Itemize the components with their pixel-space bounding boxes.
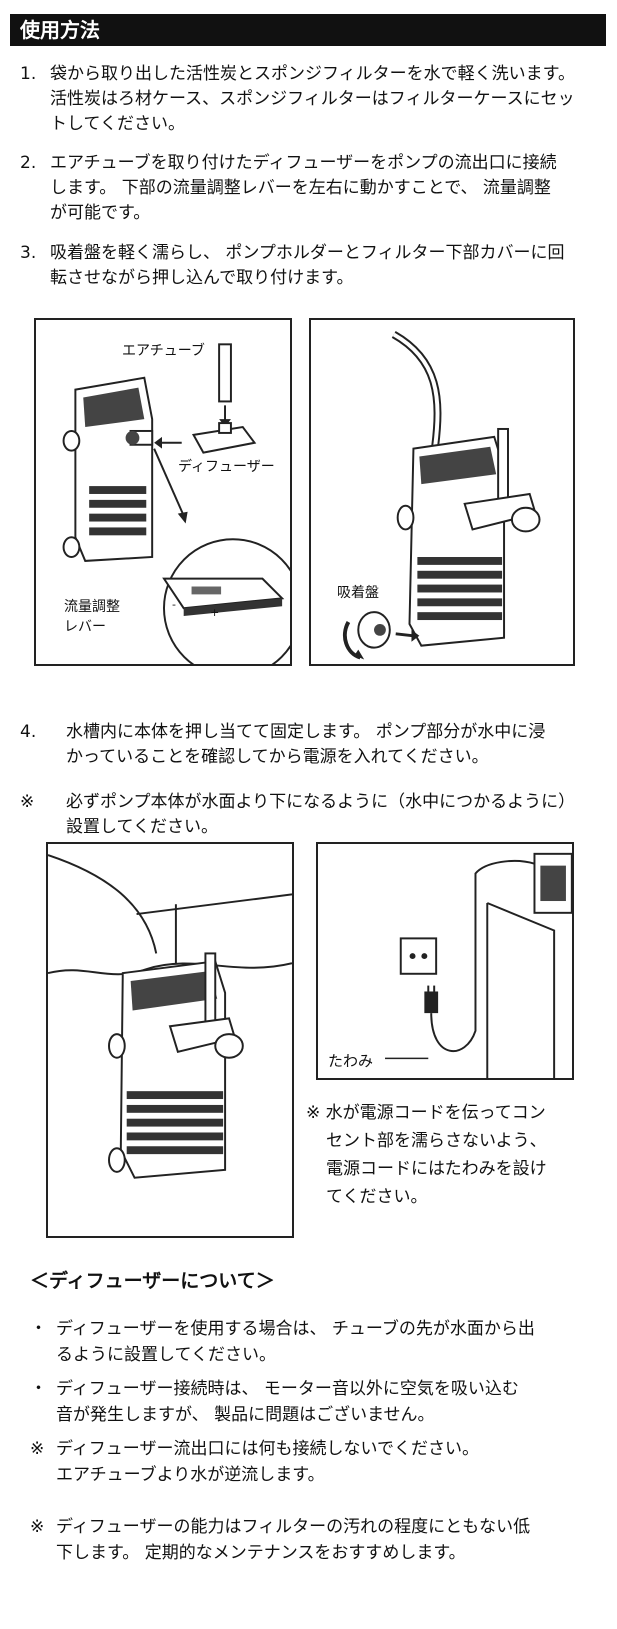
suction-cup-label: 吸着盤 [337,585,379,601]
cord-note: ※ 水が電源コードを伝ってコン セント部を濡らさないよう、 電源コードにはたわみ… [306,1100,606,1212]
step-text-line: かっていることを確認してから電源を入れてください。 [66,747,489,767]
bullet-mark: ・ [30,1319,47,1339]
diffuser-item-4: ※ ディフューザーの能力はフィルターの汚れの程度にともない低 下します。 定期的… [30,1514,610,1566]
bullet-text-line: ディフューザーを使用する場合は、 チューブの先が水面から出 [56,1319,535,1339]
bullet-mark: ・ [30,1379,47,1399]
step-text-line: 吸着盤を軽く濡らし、 ポンプホルダーとフィルター下部カバーに回 [50,243,565,263]
cord-slack-illustration [385,852,572,1078]
step-4: 4. 水槽内に本体を押し当てて固定します。 ポンプ部分が水中に浸 かっていること… [20,720,610,770]
figure-suction-cup: 吸着盤 [309,318,575,666]
cord-note-line: セント部を濡らさないよう、 [326,1131,547,1151]
bullet-text-line: エアチューブより水が逆流します。 [56,1465,325,1485]
note-mark: ※ [30,1439,45,1459]
figure-cord-slack: たわみ [316,842,574,1080]
step-2: 2. エアチューブを取り付けたディフューザーをポンプの流出口に接続 します。 下… [20,151,610,226]
flow-lever-label-1: 流量調整 [64,599,120,615]
section-title: 使用方法 [20,18,100,42]
cord-note-line: ※ 水が電源コードを伝ってコン [306,1103,546,1123]
step-number: 2. [20,153,37,173]
figure-diffuser-assembly: エアチューブ ディフューザー 流量調整 レバー - + [34,318,292,666]
bullet-text-line: ディフューザー接続時は、 モーター音以外に空気を吸い込む [56,1379,519,1399]
bullet-text-line: るように設置してください。 [56,1345,276,1365]
step-text-line: トしてください。 [50,114,185,134]
note-mark: ※ [20,792,35,812]
pump-tank-illustration [48,854,292,1179]
diffuser-item-3: ※ ディフューザー流出口には何も接続しないでください。 エアチューブより水が逆流… [30,1436,610,1488]
step-number: 4. [20,722,37,742]
slack-label: たわみ [328,1052,374,1070]
section-title-bar [10,14,606,46]
bullet-text-line: 音が発生しますが、 製品に問題はございません。 [56,1405,435,1425]
figure-pump-in-tank [46,842,294,1238]
bullet-text-line: ディフューザー流出口には何も接続しないでください。 [56,1439,479,1459]
note-mark: ※ [30,1517,45,1537]
warning-note: ※ 必ずポンプ本体が水面より下になるように（水中につかるように） 設置してくださ… [20,790,610,840]
air-tube-label: エアチューブ [122,343,205,359]
step-text-line: 転させながら押し込んで取り付けます。 [50,268,354,288]
warning-text-line: 設置してください。 [66,817,218,837]
warning-text-line: 必ずポンプ本体が水面より下になるように（水中につかるように） [66,792,576,812]
step-number: 1. [20,64,37,84]
step-text-line: 活性炭はろ材ケース、スポンジフィルターはフィルターケースにセッ [50,89,575,109]
step-text-line: エアチューブを取り付けたディフューザーをポンプの流出口に接続 [50,153,557,173]
diffuser-label: ディフューザー [178,459,275,475]
diffuser-item-1: ・ ディフューザーを使用する場合は、 チューブの先が水面から出 るように設置して… [30,1316,610,1368]
step-3: 3. 吸着盤を軽く濡らし、 ポンプホルダーとフィルター下部カバーに回 転させなが… [20,241,610,291]
diffuser-item-2: ・ ディフューザー接続時は、 モーター音以外に空気を吸い込む 音が発生しますが、… [30,1376,610,1428]
pump-suction-illustration [343,330,541,660]
step-text-line: 袋から取り出した活性炭とスポンジフィルターを水で軽く洗います。 [50,64,575,84]
cord-note-line: 電源コードにはたわみを設け [326,1159,547,1179]
bullet-text-line: 下します。 定期的なメンテナンスをおすすめします。 [56,1543,466,1563]
step-number: 3. [20,243,37,263]
minus-sign: - [172,598,176,611]
diffuser-section-heading: ＜ディフューザーについて＞ [30,1270,275,1292]
step-1: 1. 袋から取り出した活性炭とスポンジフィルターを水で軽く洗います。 活性炭はろ… [20,62,610,137]
bullet-text-line: ディフューザーの能力はフィルターの汚れの程度にともない低 [56,1517,531,1537]
step-text-line: が可能です。 [50,203,151,223]
plus-sign: + [210,606,220,619]
step-text-line: します。 下部の流量調整レバーを左右に動かすことで、 流量調整 [50,178,551,198]
cord-note-line: てください。 [326,1187,428,1207]
pump-diffuser-illustration [62,343,290,664]
step-text-line: 水槽内に本体を押し当てて固定します。 ポンプ部分が水中に浸 [66,722,546,742]
flow-lever-label-2: レバー [64,619,106,635]
